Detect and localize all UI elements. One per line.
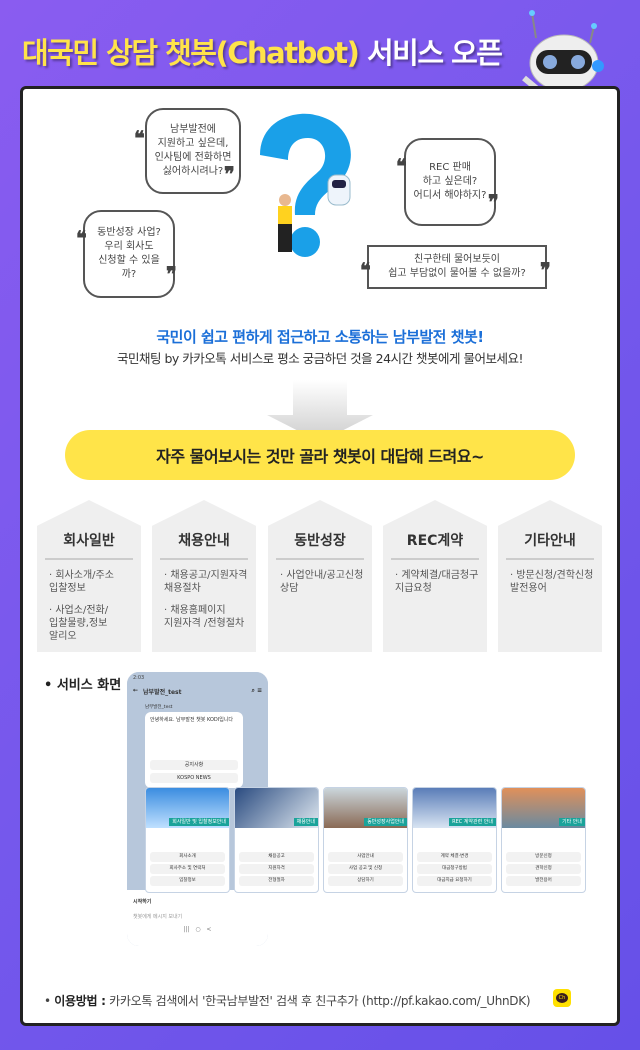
chat-button[interactable]: 공지사항 [150, 760, 238, 770]
page-title: 대국민 상담 챗봇(Chatbot) 서비스 오픈 [22, 36, 503, 70]
card-image: 동반성장사업안내 [324, 788, 407, 828]
service-screen-label: • 서비스 화면 [44, 678, 122, 693]
quote-open-icon: ❝ [76, 226, 87, 250]
card-button[interactable]: 계약 체결·변경 [417, 852, 492, 862]
sender-name: 남부발전_test [145, 705, 173, 710]
card-button[interactable]: 대금지급 요청하기 [417, 876, 492, 886]
chat-input-area: 시작하기 챗봇에게 메시지 보내기 ||| ○ < [127, 890, 268, 946]
quote-close-icon: ❞ [166, 262, 177, 286]
category-title: 동반성장 [276, 530, 364, 560]
card-button[interactable]: 회사주소 및 연락처 [150, 864, 225, 874]
card-image: REC 계약관련 안내 [413, 788, 496, 828]
category-card: REC계약 · 계약체결/대금청구 지급요청 [383, 500, 487, 652]
card-button[interactable]: 회사소개 [150, 852, 225, 862]
subheadline: 국민채팅 by 카카오톡 서비스로 평소 궁금하던 것을 24시간 챗봇에게 물… [116, 351, 524, 366]
card-label: REC 계약관련 안내 [449, 818, 496, 826]
quote-open-icon: ❝ [360, 258, 371, 282]
start-button[interactable]: 시작하기 [133, 899, 152, 905]
card-button[interactable]: 지원자격 [239, 864, 314, 874]
question-bubble: 동반성장 사업? 우리 회사도 신청할 수 있을까? [83, 210, 175, 298]
category-item: · 사업소/전화/ 입찰물량,정보 알리오 [49, 605, 109, 642]
category-title: 채용안내 [160, 530, 248, 560]
card-image: 채용안내 [235, 788, 318, 828]
nav-bar: ||| ○ < [183, 926, 212, 933]
chat-message: 안녕하세요. 남부발전 챗봇 KODI입니다 공지사항 KOSPO NEWS [145, 712, 243, 788]
status-bar: 2:03 [127, 672, 268, 684]
category-item: · 방문신청/견학신청 발전용어 [510, 570, 594, 594]
category-item: · 회사소개/주소 입찰정보 [49, 570, 114, 594]
card-button[interactable]: 사업안내 [328, 852, 403, 862]
card-label: 채용안내 [293, 818, 318, 826]
card-button[interactable]: 견학신청 [506, 864, 581, 874]
question-bubble: 친구한테 물어보듯이 쉽고 부담없이 물어볼 수 없을까? [367, 245, 547, 289]
category-title: 회사일반 [45, 530, 133, 560]
quote-open-icon: ❝ [396, 154, 407, 178]
card-button[interactable]: 입찰정보 [150, 876, 225, 886]
search-icon[interactable]: ⌕ ≡ [251, 687, 262, 694]
card-button[interactable]: 채용공고 [239, 852, 314, 862]
category-item: · 계약체결/대금청구 지급요청 [395, 570, 479, 594]
down-arrow-icon [267, 380, 373, 442]
card-button[interactable]: 대금청구방법 [417, 864, 492, 874]
card-button[interactable]: 방문신청 [506, 852, 581, 862]
kakao-ch-icon[interactable]: Ch [553, 989, 571, 1007]
question-bubble: REC 판매 하고 싶은데? 어디서 해야하지? [404, 138, 496, 226]
card-image: 회사일반 및 입찰정보안내 [146, 788, 229, 828]
card-label: 회사일반 및 입찰정보안내 [169, 818, 229, 826]
category-card: 회사일반 · 회사소개/주소 입찰정보 · 사업소/전화/ 입찰물량,정보 알리오 [37, 500, 141, 652]
quote-open-icon: ❝ [134, 126, 145, 150]
card-button[interactable]: 상담하기 [328, 876, 403, 886]
chat-button[interactable]: KOSPO NEWS [150, 773, 238, 783]
message-input[interactable]: 챗봇에게 메시지 보내기 [133, 914, 183, 920]
card-button[interactable]: 전형절차 [239, 876, 314, 886]
card-button[interactable]: 발전용어 [506, 876, 581, 886]
question-mark-illustration [260, 113, 351, 257]
card-button[interactable]: 사업 공고 및 신청 [328, 864, 403, 874]
category-card: 기타안내 · 방문신청/견학신청 발전용어 [498, 500, 602, 652]
quote-close-icon: ❞ [540, 258, 551, 282]
category-title: 기타안내 [506, 530, 594, 560]
category-card: 동반성장 · 사업안내/공고신청 상담 [268, 500, 372, 652]
category-item: · 사업안내/공고신청 상담 [280, 570, 364, 594]
card-label: 기타 안내 [559, 818, 585, 826]
category-item: · 채용공고/지원자격 채용절차 [164, 570, 248, 594]
card-label: 동반성장사업안내 [364, 818, 407, 826]
quote-close-icon: ❞ [224, 162, 235, 186]
quote-close-icon: ❞ [488, 190, 499, 214]
usage-instructions: • 이용방법 : 카카오톡 검색에서 '한국남부발전' 검색 후 친구추가 (h… [44, 994, 531, 1008]
faq-banner: 자주 물어보시는 것만 골라 챗봇이 대답해 드려요~ [65, 430, 575, 480]
back-arrow-icon[interactable]: ← [133, 687, 139, 694]
category-card: 채용안내 · 채용공고/지원자격 채용절차 · 채용홈페이지 지원자격 /전형절차 [152, 500, 256, 652]
headline: 국민이 쉽고 편하게 접근하고 소통하는 남부발전 챗봇! [156, 328, 484, 346]
question-bubble: 남부발전에 지원하고 싶은데, 인사팀에 전화하면 싫어하시려나? [145, 108, 241, 194]
card-image: 기타 안내 [502, 788, 585, 828]
chat-header: ←남부발전_test⌕ ≡ [133, 687, 262, 696]
category-title: REC계약 [391, 530, 479, 560]
category-item: · 채용홈페이지 지원자격 /전형절차 [164, 605, 245, 629]
